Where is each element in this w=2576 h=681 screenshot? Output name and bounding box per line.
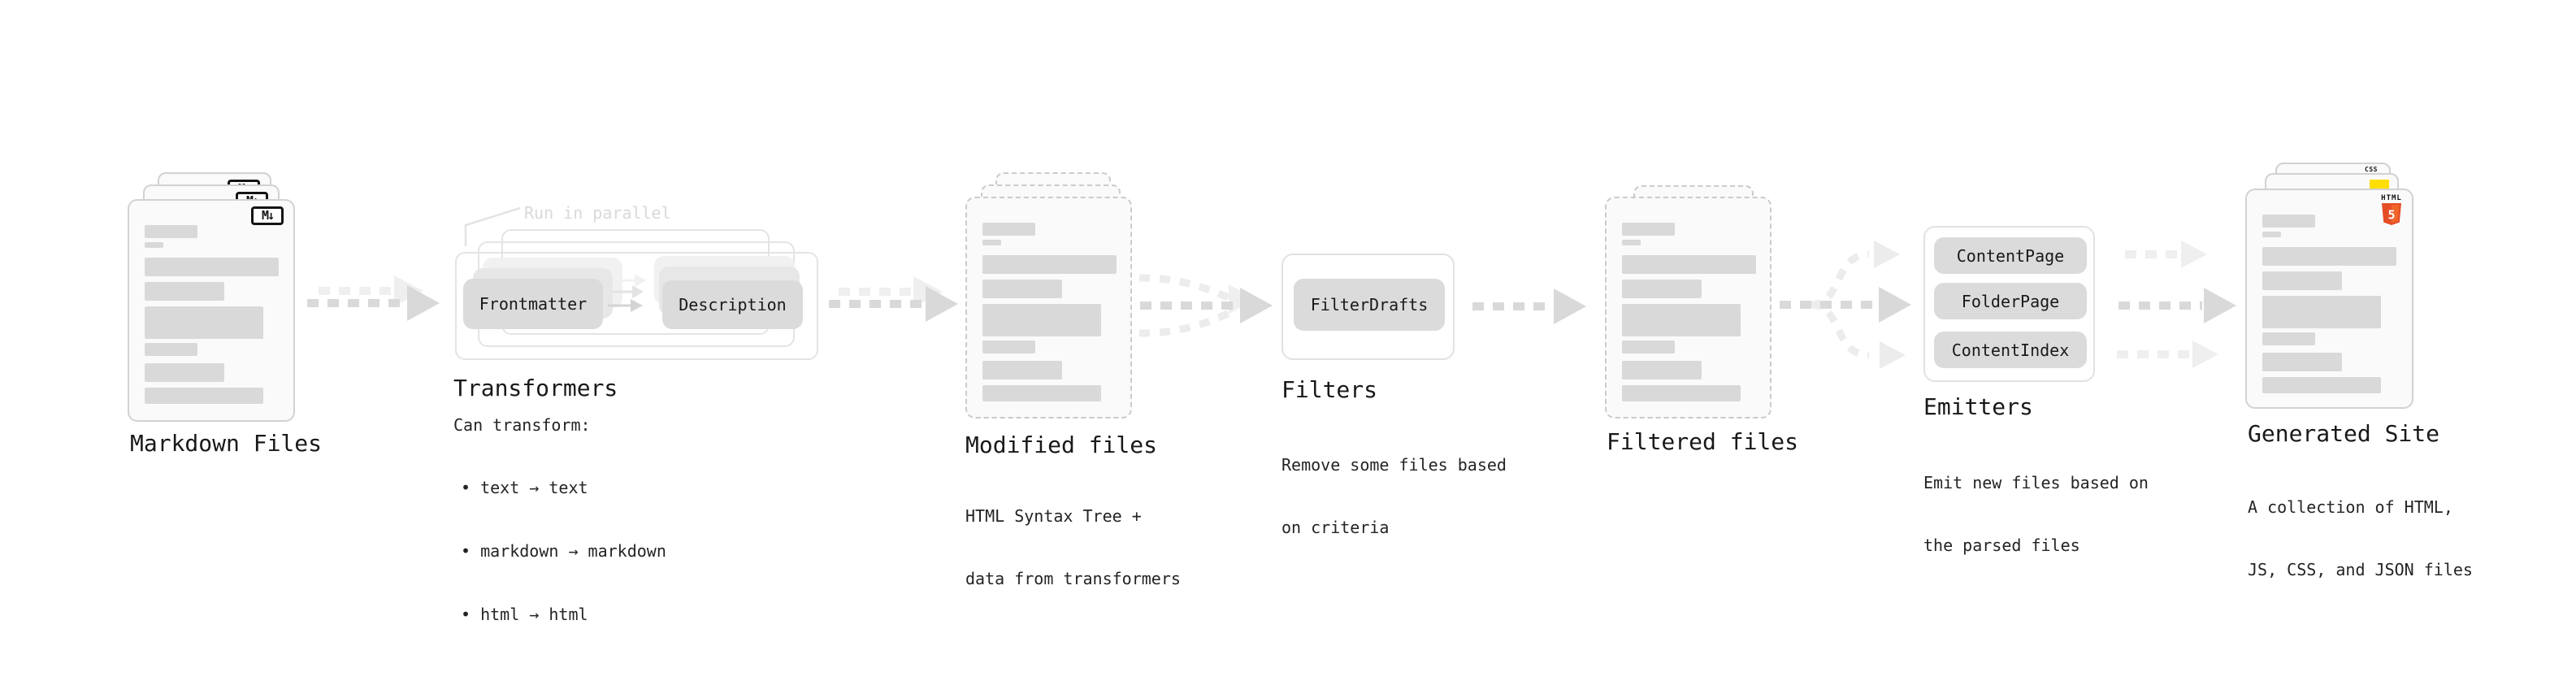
arrow-emitters-to-generated — [2117, 241, 2236, 368]
text-line-placeholder — [982, 385, 1101, 401]
filterdrafts-box: FilterDrafts — [1294, 279, 1445, 331]
text-line-placeholder — [1622, 340, 1675, 354]
text-line-placeholder — [2262, 332, 2315, 345]
stage-title-filtered: Filtered files — [1607, 428, 1799, 455]
text-line-placeholder — [145, 258, 279, 276]
modified-file-card-front — [965, 197, 1132, 419]
contentpage-box: ContentPage — [1934, 237, 2087, 274]
text-line-placeholder — [1622, 304, 1741, 336]
filters-description-line: on criteria — [1281, 517, 1390, 537]
markdown-file-card-front: M↓ — [128, 199, 295, 422]
generated-description-line: JS, CSS, and JSON files — [2248, 559, 2473, 579]
filtered-file-card-front — [1605, 197, 1772, 419]
modified-description-line: HTML Syntax Tree + — [965, 506, 1142, 526]
text-line-placeholder — [982, 240, 1001, 245]
text-line-placeholder — [1622, 385, 1741, 401]
stage-title-transformers: Transformers — [453, 375, 618, 401]
html5-shield: 5 — [2382, 203, 2401, 225]
text-line-placeholder — [1622, 280, 1702, 298]
text-line-placeholder — [145, 242, 163, 248]
stage-title-generated: Generated Site — [2248, 420, 2440, 447]
text-line-placeholder — [145, 225, 197, 238]
arrow-modified-to-filters — [1138, 274, 1273, 337]
text-line-placeholder — [145, 282, 224, 301]
text-line-placeholder — [2262, 271, 2342, 290]
arrow-markdown-to-transformers — [307, 275, 440, 321]
text-line-placeholder — [982, 340, 1035, 354]
text-line-placeholder — [1622, 240, 1641, 245]
js-file-icon — [2370, 180, 2389, 189]
emitters-description: Emit new files based on the parsed files — [1923, 432, 2149, 597]
text-line-placeholder — [2262, 215, 2315, 228]
text-line-placeholder — [982, 304, 1101, 336]
arrow-transformers-to-modified — [829, 276, 958, 322]
html5-icon: HTML 5 — [2381, 194, 2402, 225]
modified-description-line: data from transformers — [965, 568, 1181, 588]
run-in-parallel-label: Run in parallel — [524, 203, 671, 223]
transformers-bullet-list: • text → text • markdown → markdown • ht… — [461, 436, 666, 667]
contentindex-box: ContentIndex — [1934, 332, 2087, 368]
transformer-layer-front — [455, 252, 818, 360]
filters-description: Remove some files based on criteria — [1281, 414, 1507, 579]
stage-title-modified: Modified files — [965, 432, 1158, 458]
generated-description-line: A collection of HTML, — [2248, 497, 2453, 517]
text-line-placeholder — [982, 361, 1062, 380]
text-line-placeholder — [2262, 232, 2281, 237]
filters-description-line: Remove some files based — [1281, 455, 1507, 475]
text-line-placeholder — [982, 255, 1117, 274]
text-line-placeholder — [145, 306, 263, 339]
stage-title-filters: Filters — [1281, 376, 1378, 403]
folderpage-box: FolderPage — [1934, 283, 2087, 319]
emitters-description-line: Emit new files based on — [1923, 473, 2149, 492]
text-line-placeholder — [145, 343, 197, 356]
arrow-filtered-to-emitters — [1780, 241, 1911, 369]
bullet-markdown-to-markdown: • markdown → markdown — [461, 541, 666, 561]
text-line-placeholder — [1622, 361, 1702, 380]
bullet-text-to-text: • text → text — [461, 478, 588, 497]
emitters-description-line: the parsed files — [1923, 535, 2080, 555]
text-line-placeholder — [1622, 223, 1675, 236]
transformers-description-heading: Can transform: — [453, 415, 591, 435]
text-line-placeholder — [982, 223, 1035, 236]
text-line-placeholder — [145, 363, 224, 382]
modified-description: HTML Syntax Tree + data from transformer… — [965, 465, 1181, 631]
stage-title-markdown: Markdown Files — [130, 430, 323, 457]
generated-description: A collection of HTML, JS, CSS, and JSON … — [2248, 456, 2473, 622]
frontmatter-box: Frontmatter — [463, 279, 603, 329]
arrow-filters-to-filtered — [1472, 288, 1586, 324]
text-line-placeholder — [2262, 377, 2381, 393]
svg-text:5: 5 — [2387, 208, 2395, 223]
markdown-icon: M↓ — [251, 206, 284, 225]
text-line-placeholder — [2262, 353, 2342, 371]
bullet-html-to-html: • html → html — [461, 605, 588, 624]
text-line-placeholder — [2262, 296, 2381, 328]
text-line-placeholder — [145, 388, 263, 404]
generated-file-card-html: HTML 5 — [2245, 189, 2413, 409]
text-line-placeholder — [982, 280, 1062, 298]
css-label: CSS — [2365, 166, 2378, 173]
text-line-placeholder — [2262, 247, 2396, 266]
stage-title-emitters: Emitters — [1923, 393, 2033, 420]
text-line-placeholder — [1622, 255, 1756, 274]
html5-label: HTML — [2381, 194, 2402, 202]
description-box: Description — [662, 280, 803, 329]
